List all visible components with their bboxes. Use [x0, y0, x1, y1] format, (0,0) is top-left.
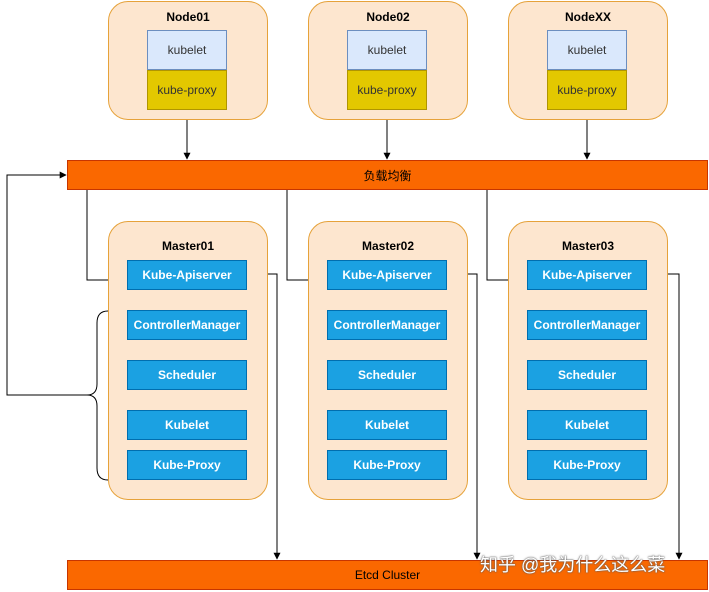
- nodexx-kube-proxy: kube-proxy: [547, 70, 627, 110]
- node01-title: Node01: [166, 10, 210, 24]
- master02-controller-manager: ControllerManager: [327, 310, 447, 340]
- master01-scheduler: Scheduler: [127, 360, 247, 390]
- master02-apiserver: Kube-Apiserver: [327, 260, 447, 290]
- watermark-text: 知乎 @我为什么这么菜: [480, 555, 666, 575]
- etcd-cluster-bar: Etcd Cluster: [67, 560, 708, 590]
- components-to-lb-arrow: [6, 171, 90, 396]
- master02-scheduler: Scheduler: [327, 360, 447, 390]
- master03-kube-proxy: Kube-Proxy: [527, 450, 647, 480]
- master02-kube-proxy: Kube-Proxy: [327, 450, 447, 480]
- master01-controller-manager: ControllerManager: [127, 310, 247, 340]
- master03-title: Master03: [561, 239, 615, 253]
- master01-kubelet: Kubelet: [127, 410, 247, 440]
- master03-scheduler: Scheduler: [527, 360, 647, 390]
- master02-kubelet: Kubelet: [327, 410, 447, 440]
- master03-kubelet: Kubelet: [527, 410, 647, 440]
- node01-kubelet: kubelet: [147, 30, 227, 70]
- node01-kube-proxy: kube-proxy: [147, 70, 227, 110]
- master02-title: Master02: [361, 239, 415, 253]
- node02-title: Node02: [366, 10, 410, 24]
- load-balancer-bar: 负载均衡: [67, 160, 708, 190]
- components-brace: [86, 310, 109, 481]
- nodexx-title: NodeXX: [564, 10, 611, 24]
- nodexx-kubelet: kubelet: [547, 30, 627, 70]
- master01-title: Master01: [161, 239, 215, 253]
- node02-kube-proxy: kube-proxy: [347, 70, 427, 110]
- master01-apiserver: Kube-Apiserver: [127, 260, 247, 290]
- master03-controller-manager: ControllerManager: [527, 310, 647, 340]
- node02-kubelet: kubelet: [347, 30, 427, 70]
- master03-apiserver: Kube-Apiserver: [527, 260, 647, 290]
- master01-kube-proxy: Kube-Proxy: [127, 450, 247, 480]
